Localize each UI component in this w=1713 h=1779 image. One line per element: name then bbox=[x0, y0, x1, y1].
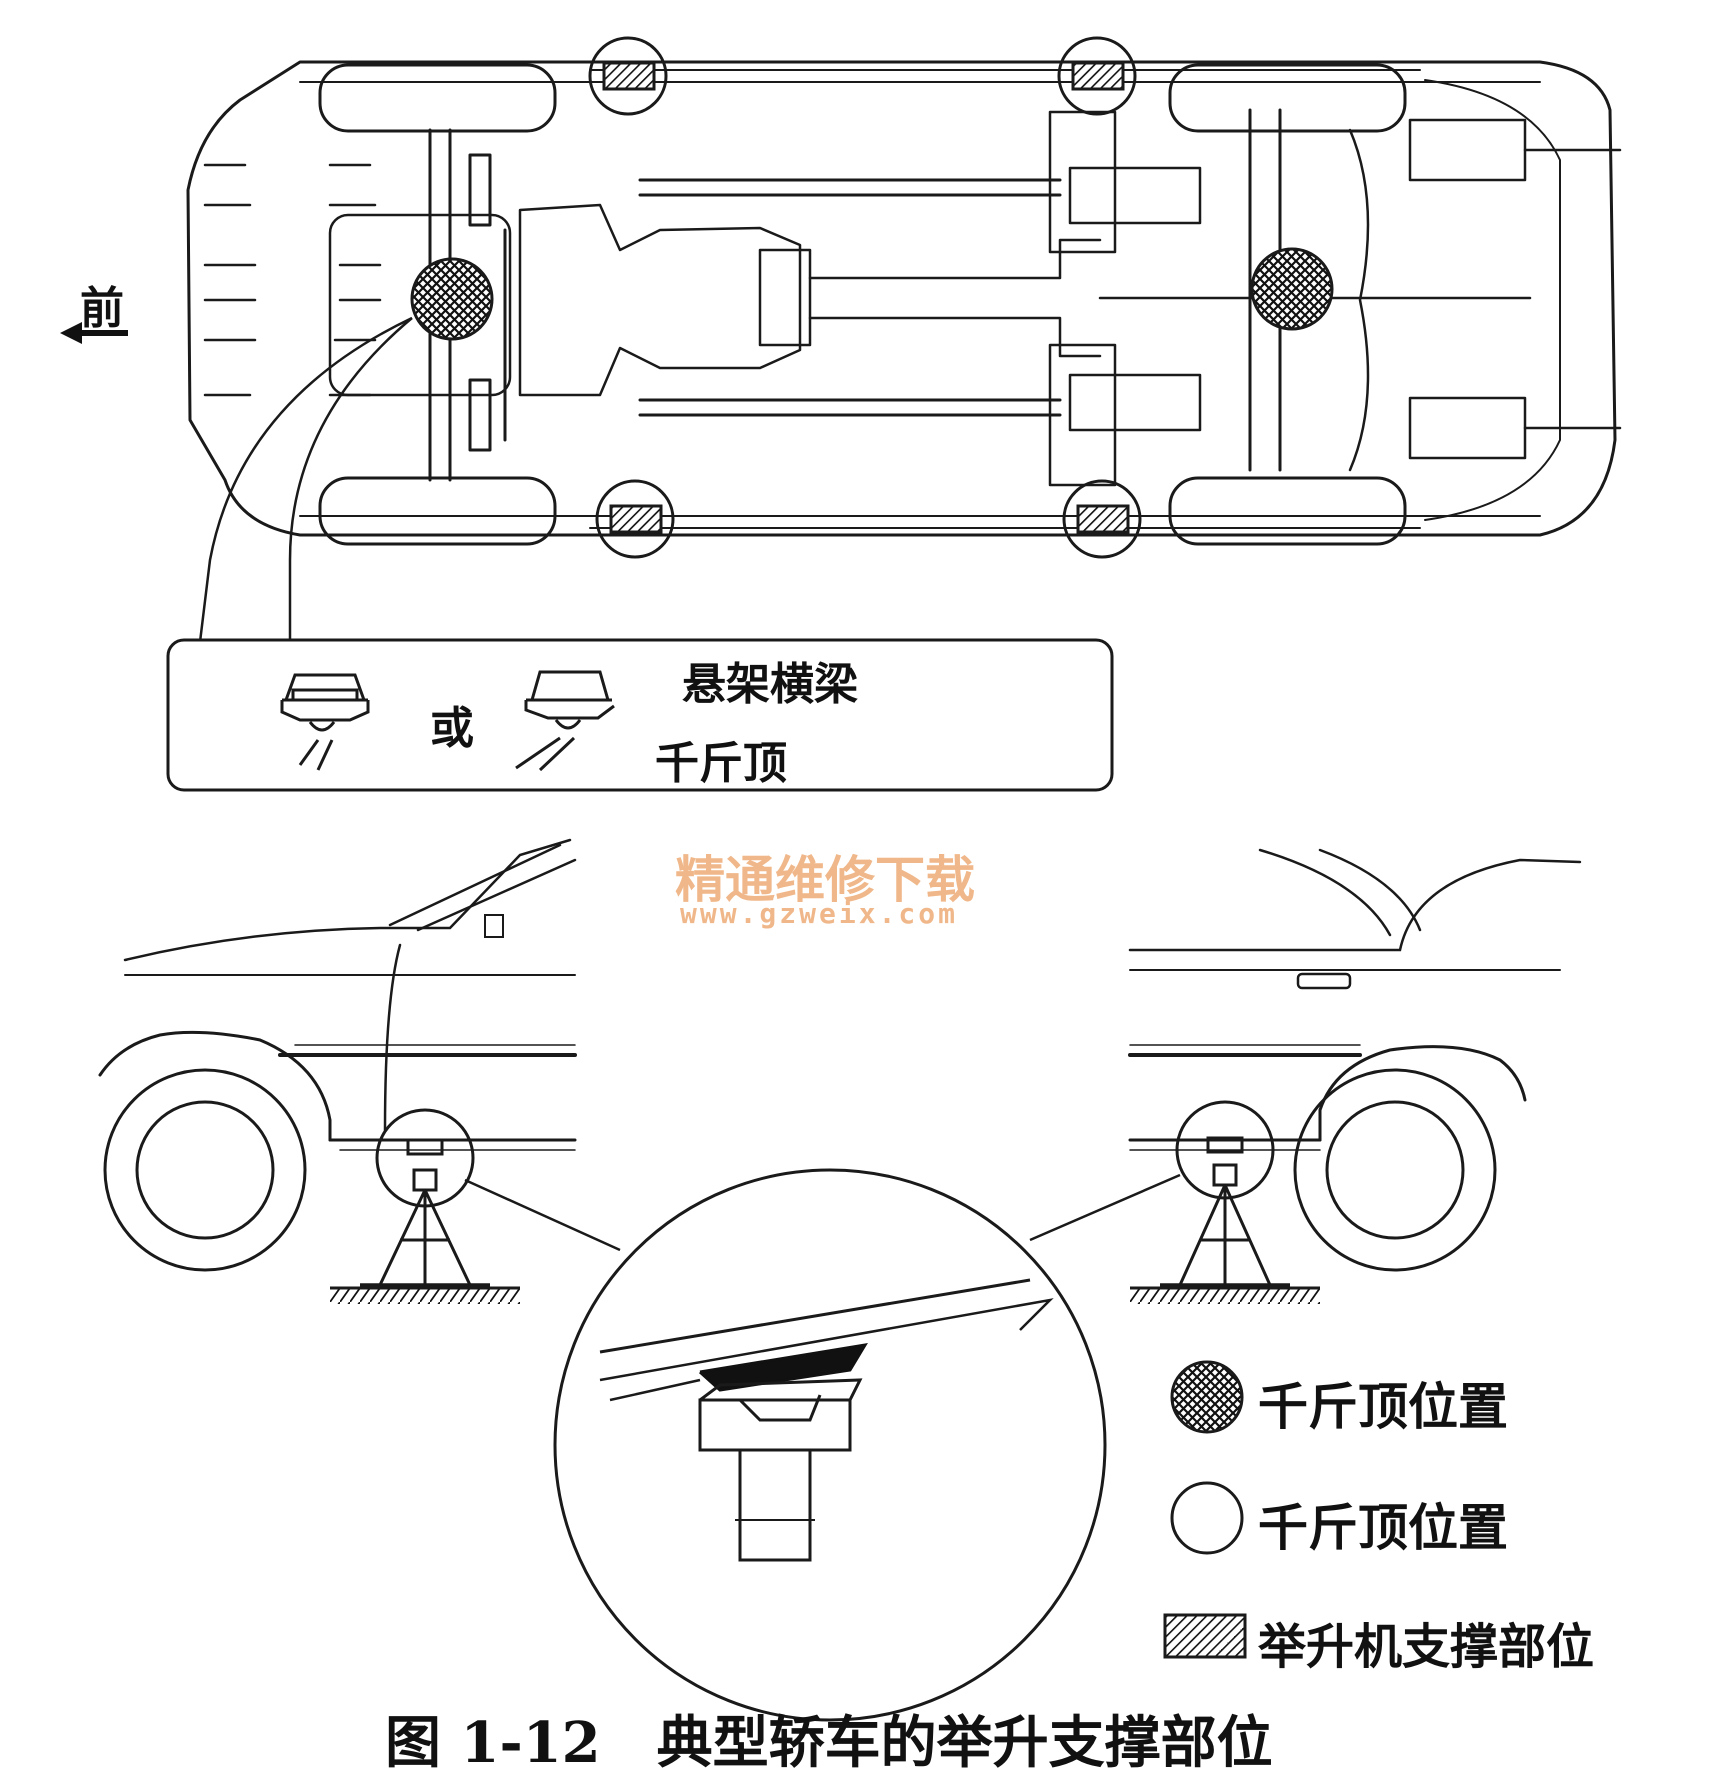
car-underside-view bbox=[186, 60, 1622, 546]
lift-point-front-right-circle bbox=[595, 479, 675, 559]
front-direction-label: 前 bbox=[80, 283, 124, 334]
front-arrow-icon bbox=[60, 322, 128, 344]
lift-point-rear-right-circle bbox=[1062, 479, 1142, 559]
or-label: 或 bbox=[430, 703, 474, 754]
rear-left-wheel bbox=[1168, 63, 1407, 133]
lift-pad-rear-right bbox=[1076, 504, 1130, 534]
jack-stand-rear bbox=[1130, 1100, 1320, 1304]
crossmember-label: 悬架横梁 bbox=[682, 659, 858, 710]
car-body-outline bbox=[186, 60, 1617, 537]
lift-point-rear-left-circle bbox=[1057, 36, 1137, 116]
magnified-detail bbox=[553, 1168, 1107, 1722]
legend-label-lift-pad: 举升机支撑部位 bbox=[1258, 1619, 1595, 1675]
figure-caption: 图 1-12 典型轿车的举升支撑部位 bbox=[385, 1710, 1273, 1776]
legend-label-jack-open: 千斤顶位置 bbox=[1258, 1498, 1508, 1557]
crossmember-jack-icon-1 bbox=[280, 673, 370, 771]
legend-label-jack-filled: 千斤顶位置 bbox=[1258, 1377, 1508, 1436]
legend-jack-filled-icon bbox=[1170, 1360, 1244, 1434]
lift-support-points bbox=[588, 36, 1142, 559]
jack-points bbox=[410, 247, 1334, 341]
watermark-title: 精通维修下载 bbox=[675, 851, 975, 909]
rear-right-wheel bbox=[1168, 476, 1407, 546]
lift-pad-front-right bbox=[609, 504, 663, 534]
jack-point-rear bbox=[1250, 247, 1334, 331]
jack-stand-front bbox=[330, 1108, 520, 1304]
watermark-url: www.gzweix.com bbox=[680, 897, 959, 930]
magnified-circle bbox=[553, 1168, 1107, 1722]
rear-side-view bbox=[1128, 848, 1582, 1272]
front-left-wheel bbox=[318, 63, 557, 133]
rear-wheel bbox=[1293, 1068, 1497, 1272]
lift-point-front-left-circle bbox=[588, 36, 668, 116]
lift-pad-front-left bbox=[602, 61, 656, 91]
front-right-wheel bbox=[318, 476, 557, 546]
callout-leader bbox=[198, 316, 413, 643]
callout-box bbox=[166, 638, 1114, 792]
legend-symbols bbox=[1163, 1360, 1247, 1659]
jack-point-front bbox=[410, 257, 494, 341]
crossmember-jack-icon-2 bbox=[515, 670, 615, 772]
front-wheel bbox=[103, 1068, 307, 1272]
legend-jack-open-icon bbox=[1170, 1481, 1244, 1555]
front-side-view bbox=[98, 838, 577, 1272]
legend-lift-pad-icon bbox=[1163, 1613, 1247, 1659]
lift-pad-rear-left bbox=[1071, 61, 1125, 91]
jack-label: 千斤顶 bbox=[655, 738, 787, 789]
